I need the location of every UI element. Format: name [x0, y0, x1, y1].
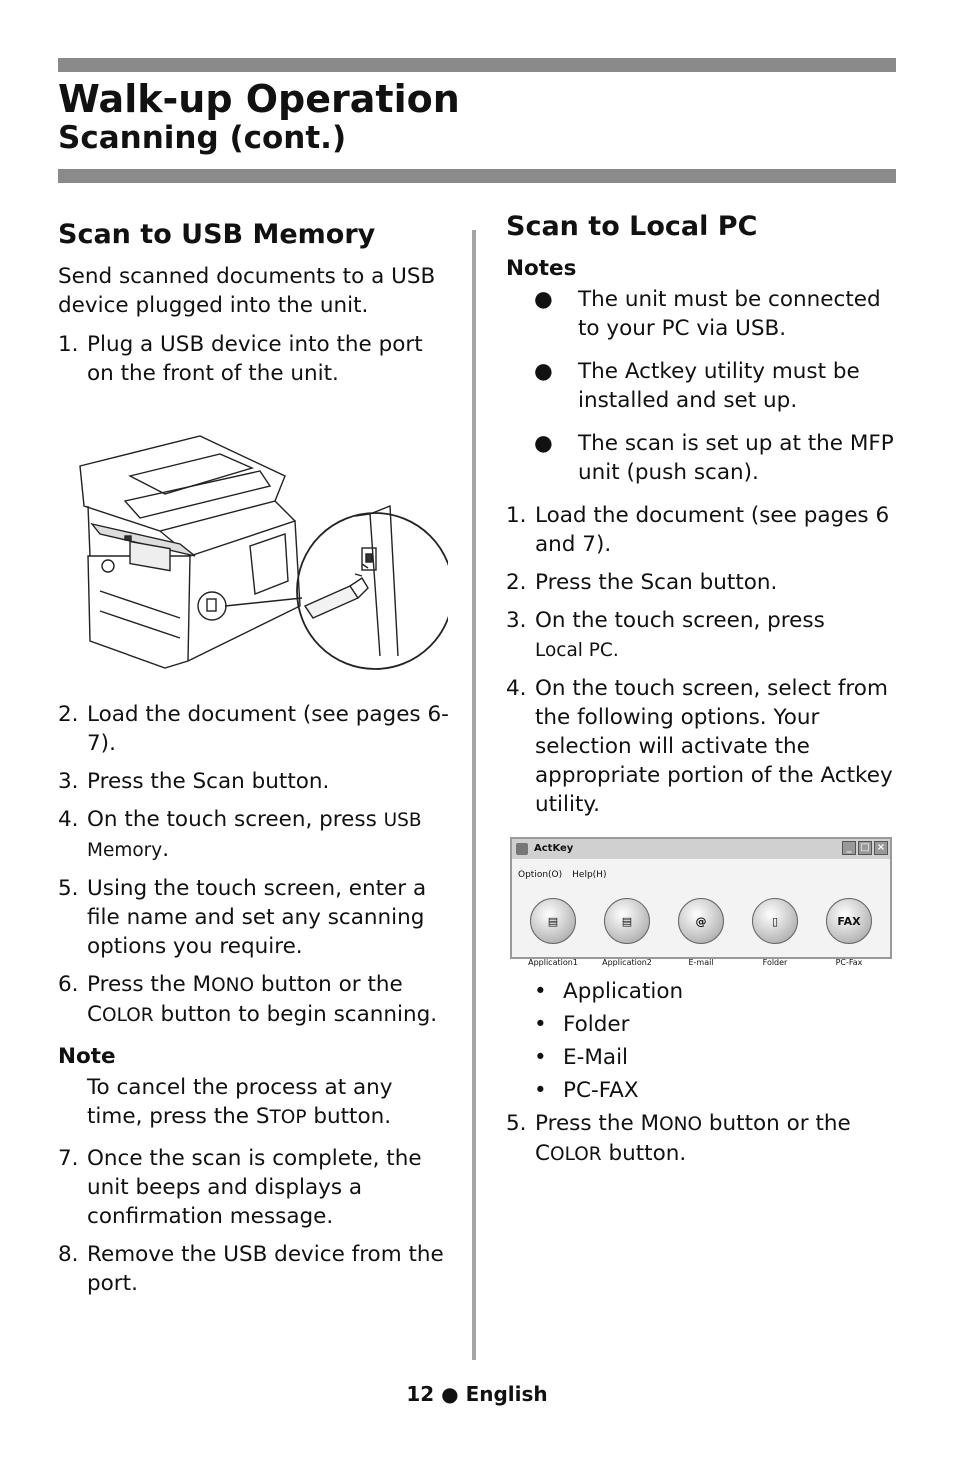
header-top-rule [58, 58, 896, 72]
actkey-buttons: ▤Application1 ▤Application2 @E-mail ▯Fol… [512, 892, 890, 977]
usb-note-text: To cancel the process at any time, press… [87, 1075, 393, 1129]
usb-steps: 1.Plug a USB device into the port on the… [58, 330, 453, 388]
pc-step-4: 4. On the touch screen, select from the … [506, 676, 893, 817]
usb-step-1: 1.Plug a USB device into the port on the… [58, 332, 423, 386]
note-item: ●The Actkey utility must be installed an… [534, 359, 860, 413]
usb-step-2: 2.Load the document (see pages 6-7). [58, 702, 449, 756]
local-pc-notes-list: ●The unit must be connected to your PC v… [506, 285, 896, 487]
printer-usb-port-icon [79, 435, 454, 670]
usb-step-7: 7.Once the scan is complete, the unit be… [58, 1146, 422, 1229]
minimize-icon: _ [842, 841, 856, 855]
actkey-window-screenshot: ActKey _ □ × Option(O) Help(H) ▤Applicat… [510, 837, 892, 967]
actkey-titlebar: ActKey _ □ × [512, 839, 890, 859]
actkey-app-icon [516, 843, 528, 855]
usb-step-3: 3.Press the Scan button. [58, 769, 330, 794]
actkey-menu-help: Help(H) [572, 870, 607, 880]
close-icon: × [874, 841, 888, 855]
pc-step-2: 2.Press the Scan button. [506, 570, 778, 595]
note-item: ●The unit must be connected to your PC v… [534, 287, 881, 341]
option-item: •Folder [534, 1012, 630, 1037]
usb-steps-continued: 2.Load the document (see pages 6-7). 3.P… [58, 700, 453, 1030]
right-column: Scan to Local PC Notes ●The unit must be… [506, 210, 896, 1178]
option-item: •E-Mail [534, 1045, 629, 1070]
usb-step-5: 5.Using the touch screen, enter a file n… [58, 876, 427, 959]
application-icon: ▤ [530, 898, 576, 944]
pc-step-1: 1.Load the document (see pages 6 and 7). [506, 503, 890, 557]
option-item: •Application [534, 979, 684, 1004]
usb-step-4: 4.On the touch screen, press USB Memory. [58, 807, 422, 862]
page-subtitle: Scanning (cont.) [58, 120, 347, 156]
option-item: •PC-FAX [534, 1078, 639, 1103]
pc-step-5: 5.Press the MONO button or the COLOR but… [506, 1111, 851, 1166]
actkey-application2-button: ▤Application2 [592, 898, 662, 977]
maximize-icon: □ [858, 841, 872, 855]
mfp-printer-illustration [70, 406, 454, 674]
page-title: Walk-up Operation [58, 77, 460, 121]
usb-intro: Send scanned documents to a USB device p… [58, 264, 436, 318]
actkey-menu-option: Option(O) [518, 870, 563, 880]
actkey-email-button: @E-mail [666, 898, 736, 977]
local-pc-steps-final: 5.Press the MONO button or the COLOR but… [506, 1109, 896, 1169]
actkey-folder-button: ▯Folder [740, 898, 810, 977]
actkey-application1-button: ▤Application1 [518, 898, 588, 977]
local-pc-options: •Application •Folder •E-Mail •PC-FAX [506, 977, 896, 1105]
local-pc-steps: 1.Load the document (see pages 6 and 7).… [506, 501, 896, 819]
fax-icon: FAX [826, 898, 872, 944]
usb-note-heading: Note [58, 1044, 116, 1069]
column-divider [472, 230, 476, 1360]
email-icon: @ [678, 898, 724, 944]
pc-step-3: 3.On the touch screen, press Local PC. [506, 608, 825, 661]
page-footer: 12 ● English [406, 1382, 548, 1406]
usb-steps-final: 7.Once the scan is complete, the unit be… [58, 1144, 453, 1298]
left-column: Scan to USB Memory Send scanned document… [58, 218, 454, 1307]
header-bottom-rule [58, 169, 896, 183]
actkey-title: ActKey [534, 843, 574, 854]
actkey-menu: Option(O) Help(H) [512, 859, 890, 892]
application-icon: ▤ [604, 898, 650, 944]
note-item: ●The scan is set up at the MFP unit (pus… [534, 431, 894, 485]
local-pc-section-heading: Scan to Local PC [506, 211, 758, 242]
folder-icon: ▯ [752, 898, 798, 944]
usb-step-6: 6.Press the MONO button or the COLOR but… [58, 972, 438, 1027]
usb-step-8: 8.Remove the USB device from the port. [58, 1242, 444, 1296]
usb-section-heading: Scan to USB Memory [58, 219, 376, 250]
local-pc-notes-heading: Notes [506, 256, 577, 281]
